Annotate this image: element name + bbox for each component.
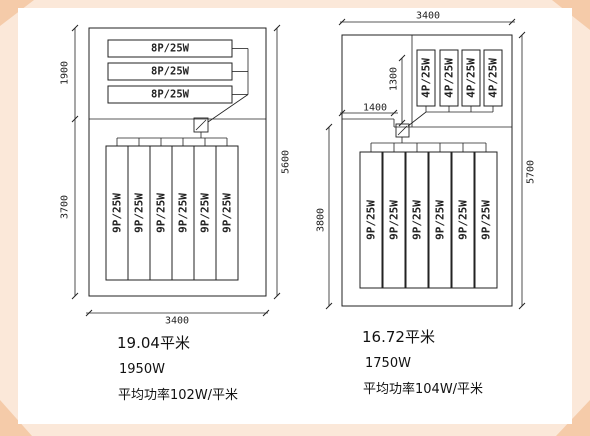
right-vertical-fixture-4 [428, 151, 452, 289]
left-dim-tick-bottom [71, 292, 79, 300]
right-total-dim-tick-bottom [518, 302, 526, 310]
right-small-fixture-label-3: 4P/25W [465, 58, 478, 98]
left-vertical-fixture-label-1: 9P/25W [111, 193, 124, 233]
right-upper-dim-tick-bottom [398, 119, 406, 127]
left-total-height-label: 5600 [281, 150, 292, 174]
right-junction-slash [397, 125, 408, 136]
right-vertical-fixture-label-2: 9P/25W [388, 200, 401, 240]
corner-accent-top-left [0, 0, 34, 26]
left-average-power-text: 平均功率102W/平米 [118, 388, 239, 403]
right-upper-dim-label: 1300 [389, 67, 400, 91]
right-total-height-label: 5700 [526, 160, 537, 184]
left-power-text: 1950W [119, 362, 165, 377]
left-total-dim-tick-bottom [273, 292, 281, 300]
corner-accent-bottom-right [556, 400, 590, 436]
right-vertical-fixture-label-6: 9P/25W [480, 200, 493, 240]
right-width-dim-tick-b [508, 18, 516, 26]
left-lower-dim-label: 3700 [60, 195, 71, 219]
right-small-fixture-label-2: 4P/25W [443, 58, 456, 98]
left-vertical-fixture-label-2: 9P/25W [133, 193, 146, 233]
left-vertical-fixture-label-3: 9P/25W [155, 193, 168, 233]
left-width-dim-label: 3400 [165, 316, 189, 327]
right-junction-box [395, 123, 410, 138]
right-vertical-fixture-label-3: 9P/25W [411, 200, 424, 240]
right-vertical-fixture-label-5: 9P/25W [457, 200, 470, 240]
right-small-fixture-label-4: 4P/25W [487, 58, 500, 98]
right-total-dim-tick-top [518, 31, 526, 39]
right-upper-dim-tick-top [398, 54, 406, 62]
right-power-text: 1750W [365, 356, 411, 371]
right-lower-dim-label: 3800 [316, 208, 327, 232]
right-width-dim-label: 3400 [416, 11, 440, 22]
right-lower-dim-tick-top [325, 123, 333, 131]
right-vertical-fixture-3 [405, 151, 429, 289]
right-small-fixture-label-1: 4P/25W [420, 58, 433, 98]
left-dim-tick-mid [71, 115, 79, 123]
left-fixture-diagonal [207, 94, 249, 123]
right-room-outline [341, 34, 513, 307]
right-area-text: 16.72平米 [362, 328, 435, 346]
right-offset-dim-tick-b [390, 109, 398, 117]
left-upper-dim-label: 1900 [60, 61, 71, 85]
right-vertical-fixture-1 [359, 151, 383, 289]
left-horizontal-fixture-label-1: 8P/25W [151, 43, 190, 55]
left-junction-slash [195, 119, 207, 131]
right-width-dim-tick-a [338, 18, 346, 26]
left-vertical-fixture-label-4: 9P/25W [177, 193, 190, 233]
right-average-power-text: 平均功率104W/平米 [363, 382, 484, 397]
left-room-outline [88, 27, 267, 297]
right-offset-dim-tick-a [338, 109, 346, 117]
left-dim-tick-top [71, 24, 79, 32]
right-vertical-fixture-2 [382, 151, 406, 289]
right-vertical-fixture-label-1: 9P/25W [365, 200, 378, 240]
left-area-text: 19.04平米 [117, 334, 190, 352]
right-vertical-fixture-label-4: 9P/25W [434, 200, 447, 240]
left-vertical-fixture-label-5: 9P/25W [199, 193, 212, 233]
corner-accent-bottom-left [0, 400, 32, 436]
left-vertical-fixture-6 [215, 145, 239, 281]
left-vertical-fixture-label-6: 9P/25W [221, 193, 234, 233]
right-offset-dim-label: 1400 [363, 103, 387, 114]
right-small-fixture-diagonal [407, 111, 427, 127]
left-width-dim-tick-a [85, 309, 93, 317]
left-total-dim-tick-top [273, 24, 281, 32]
right-vertical-fixture-5 [451, 151, 475, 289]
left-width-dim-tick-b [262, 309, 270, 317]
right-vertical-fixture-6 [474, 151, 498, 289]
left-horizontal-fixture-label-2: 8P/25W [151, 66, 190, 78]
left-horizontal-fixture-label-3: 8P/25W [151, 89, 190, 101]
right-lower-dim-tick-bottom [325, 302, 333, 310]
